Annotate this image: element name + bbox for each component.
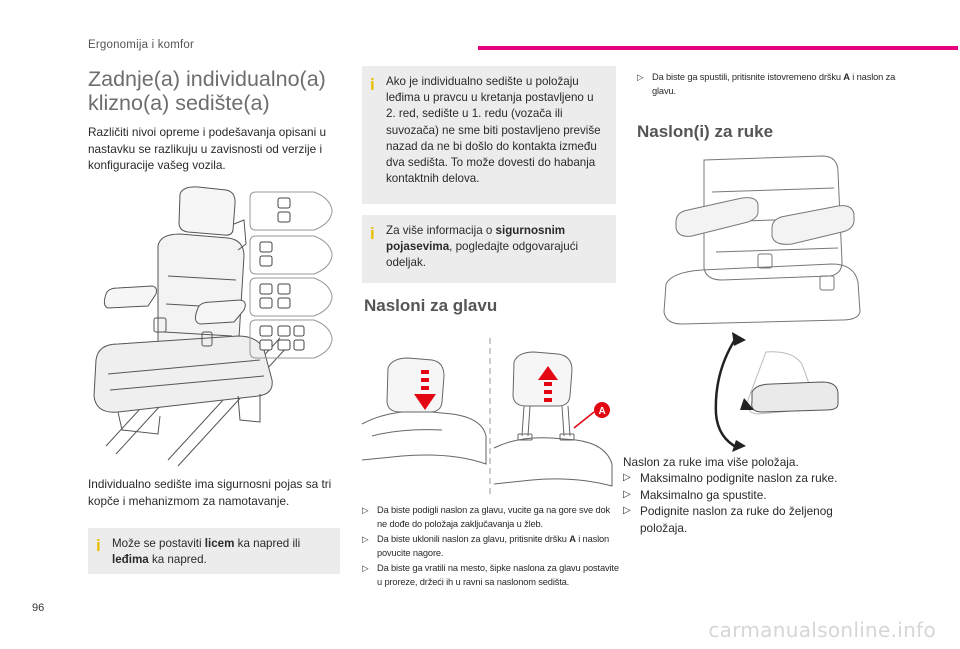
orientation-note: i Može se postaviti licem ka napred ili … xyxy=(88,528,340,574)
list-item: ▷ Da biste podigli naslon za glavu, vuci… xyxy=(362,503,620,531)
page-title-line-2: klizno(a) sedište(a) xyxy=(88,91,270,115)
note-text: , pogledajte odgovarajući odeljak. xyxy=(386,240,579,270)
handle-a-ref: A xyxy=(843,72,850,82)
triangle-bullet-icon: ▷ xyxy=(362,563,369,573)
note-text: Ako je individualno sedište u položaju l… xyxy=(386,75,601,186)
instruction-text: i naslon povucite nagore. xyxy=(377,534,610,558)
info-icon: i xyxy=(370,75,375,94)
note-text: Za više informacija o xyxy=(386,224,496,237)
note-text: ka napred. xyxy=(148,553,207,567)
triangle-bullet-icon: ▷ xyxy=(362,505,369,515)
note-bold-back: leđima xyxy=(112,553,149,567)
triangle-bullet-icon: ▷ xyxy=(637,72,644,82)
list-item: ▷ Da biste ga vratili na mesto, šipke na… xyxy=(362,561,620,589)
page-title: Zadnje(a) individualno(a) klizno(a) sedi… xyxy=(88,67,348,115)
armrest-section-title: Naslon(i) za ruke xyxy=(637,122,774,141)
instruction-text: Maksimalno ga spustite. xyxy=(640,487,767,502)
note-bold-seatbelts: sigurnosnim pojasevima xyxy=(386,224,566,254)
sliding-seat-illustration xyxy=(88,184,340,472)
handle-a-label: A xyxy=(599,406,606,417)
note-text: Može se postaviti xyxy=(112,537,205,550)
list-item: ▷ Da biste uklonili naslon za glavu, pri… xyxy=(362,532,620,560)
watermark: carmanualsonline.info xyxy=(708,618,936,642)
seat-belt-reference-note: i Za više informacija o sigurnosnim poja… xyxy=(362,215,616,283)
instruction-text: Da biste ga vratili na mesto, šipke nasl… xyxy=(377,563,619,587)
instruction-text: Da biste podigli naslon za glavu, vucite… xyxy=(377,505,611,529)
instruction-text: Podignite naslon za ruke do željenog pol… xyxy=(640,504,833,535)
list-item: ▷ Maksimalno ga spustite. xyxy=(623,487,883,504)
headrest-section-title: Nasloni za glavu xyxy=(364,296,498,315)
handle-a-ref: A xyxy=(569,534,576,544)
headrest-instructions: ▷ Da biste podigli naslon za glavu, vuci… xyxy=(362,503,620,590)
armrest-illustration xyxy=(662,152,862,452)
triangle-bullet-icon: ▷ xyxy=(623,488,631,500)
headrest-lower-instruction: ▷ Da biste ga spustili, pritisnite istov… xyxy=(637,70,897,99)
instruction-text: i naslon za glavu. xyxy=(652,72,896,96)
section-label: Ergonomija i komfor xyxy=(88,39,195,51)
section-accent-bar xyxy=(478,46,958,50)
note-bold-face: licem xyxy=(204,537,235,550)
armrest-instructions: ▷ Maksimalno podignite naslon za ruke. ▷… xyxy=(623,470,883,536)
instruction-text: Da biste uklonili naslon za glavu, priti… xyxy=(377,534,570,544)
armrest-intro: Naslon za ruke ima više položaja. xyxy=(623,455,799,469)
instruction-text: Da biste ga spustili, pritisnite istovre… xyxy=(652,72,844,82)
instruction-text: Maksimalno podignite naslon za ruke. xyxy=(640,471,838,485)
page-number: 96 xyxy=(32,602,45,614)
seat-position-warning-note: i Ako je individualno sedište u položaju… xyxy=(362,66,616,204)
headrest-illustration: A xyxy=(362,336,618,496)
list-item: ▷ Podignite naslon za ruke do željenog p… xyxy=(623,503,883,536)
info-icon: i xyxy=(96,536,101,555)
page-title-line-1: Zadnje(a) individualno(a) xyxy=(88,67,326,91)
list-item: ▷ Maksimalno podignite naslon za ruke. xyxy=(623,470,883,487)
triangle-bullet-icon: ▷ xyxy=(623,472,631,483)
intro-paragraph: Različiti nivoi opreme i podešavanja opi… xyxy=(88,125,327,172)
list-item: ▷ Da biste ga spustili, pritisnite istov… xyxy=(637,70,897,98)
note-text: ka napred ili xyxy=(234,537,301,550)
triangle-bullet-icon: ▷ xyxy=(362,534,369,544)
seat-belt-paragraph: Individualno sedište ima sigurnosni poja… xyxy=(88,477,332,508)
info-icon: i xyxy=(370,224,375,243)
triangle-bullet-icon: ▷ xyxy=(623,505,631,516)
